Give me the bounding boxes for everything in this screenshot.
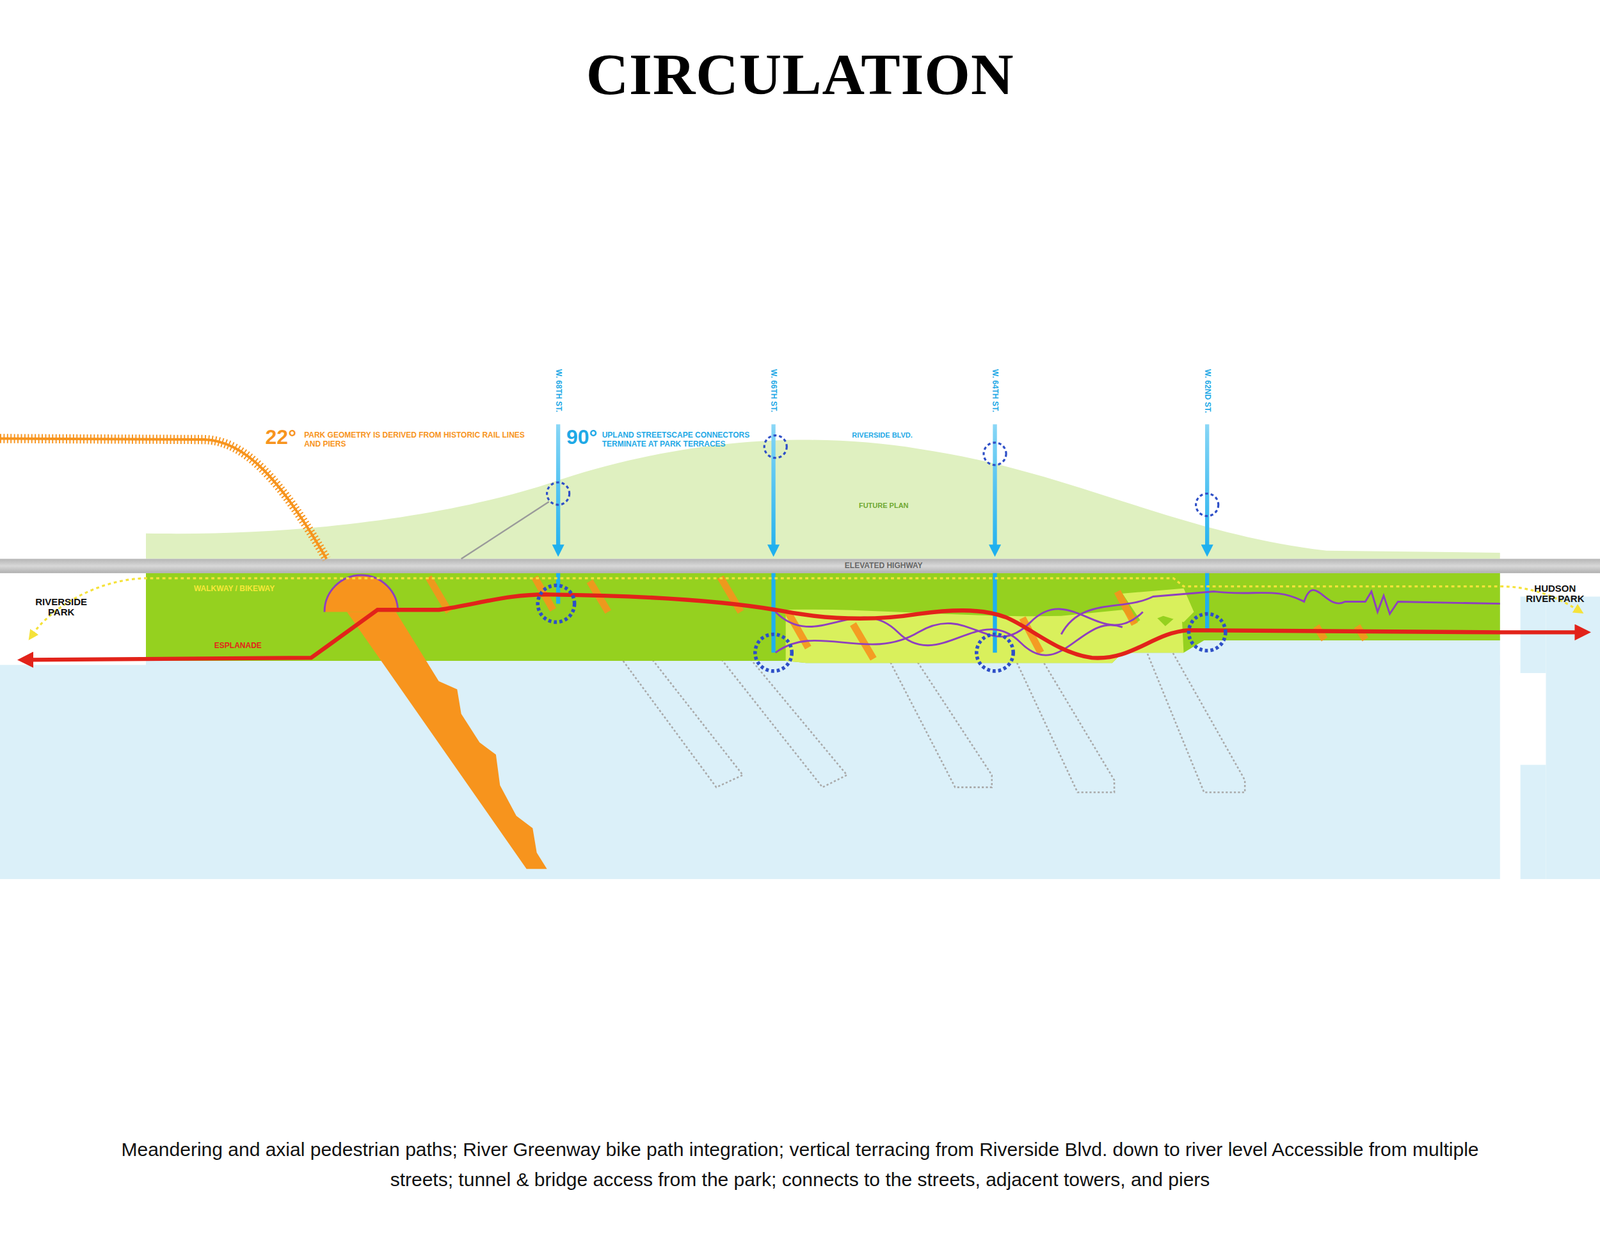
access-circle [764, 435, 787, 459]
access-circles [537, 435, 1226, 672]
street-name: W. 64TH ST. [990, 369, 1000, 413]
meander-path [324, 575, 399, 612]
area-label: FUTURE PLAN [858, 501, 909, 510]
walkway-bikeway [32, 578, 1578, 635]
access-circle [547, 482, 570, 505]
river-water [1520, 597, 1547, 674]
street-name: W. 66TH ST. [769, 369, 778, 413]
geometry-stripe [720, 577, 742, 612]
access-circle [755, 634, 792, 672]
park-name: HUDSON RIVER PARK [1520, 583, 1591, 605]
river-water [1545, 597, 1600, 880]
design-note: PARK GEOMETRY IS DERIVED FROM HISTORIC R… [304, 431, 535, 448]
access-circle [1188, 614, 1225, 651]
road-name: RIVERSIDE BLVD. [851, 431, 913, 440]
pier-outline [1141, 632, 1246, 793]
path-label: ESPLANADE [214, 641, 262, 651]
esplanade [28, 594, 1580, 660]
access-circle [976, 634, 1014, 672]
elevated-highway [0, 559, 1600, 574]
historic-rail-ties [0, 438, 327, 559]
angle-callout: 90° [566, 426, 598, 449]
road-name: ELEVATED HIGHWAY [844, 561, 923, 571]
street-connectors [558, 424, 1208, 552]
plaza-semicircle [324, 575, 399, 612]
river-water [1520, 765, 1547, 880]
river-water [145, 573, 1501, 676]
park-connectors [558, 573, 1208, 653]
park-connector [1205, 573, 1209, 633]
caption: Meandering and axial pedestrian paths; R… [112, 1135, 1488, 1195]
historic-rail [0, 438, 327, 559]
street-name: W. 62ND ST. [1203, 369, 1212, 414]
access-circle [1196, 494, 1219, 517]
street-name: W. 68TH ST. [554, 369, 563, 413]
park-name: RIVERSIDE PARK [26, 597, 97, 619]
river-water [0, 664, 1501, 880]
street-connector [771, 424, 776, 552]
access-circle [983, 442, 1007, 466]
street-connector [556, 424, 560, 552]
future-plan-area [145, 440, 1501, 560]
geometry-stripe [853, 624, 874, 660]
path-label: WALKWAY / BIKEWAY [193, 584, 275, 594]
jetty [346, 611, 548, 870]
design-note: UPLAND STREETSCAPE CONNECTORS TERMINATE … [602, 431, 760, 448]
street-connector [1205, 424, 1209, 552]
access-circle [537, 585, 575, 623]
leader-line [461, 501, 550, 559]
park-connector [771, 573, 776, 653]
meander-path [1061, 590, 1501, 635]
angle-callout: 22° [265, 426, 297, 449]
page-title: CIRCULATION [0, 44, 1600, 104]
